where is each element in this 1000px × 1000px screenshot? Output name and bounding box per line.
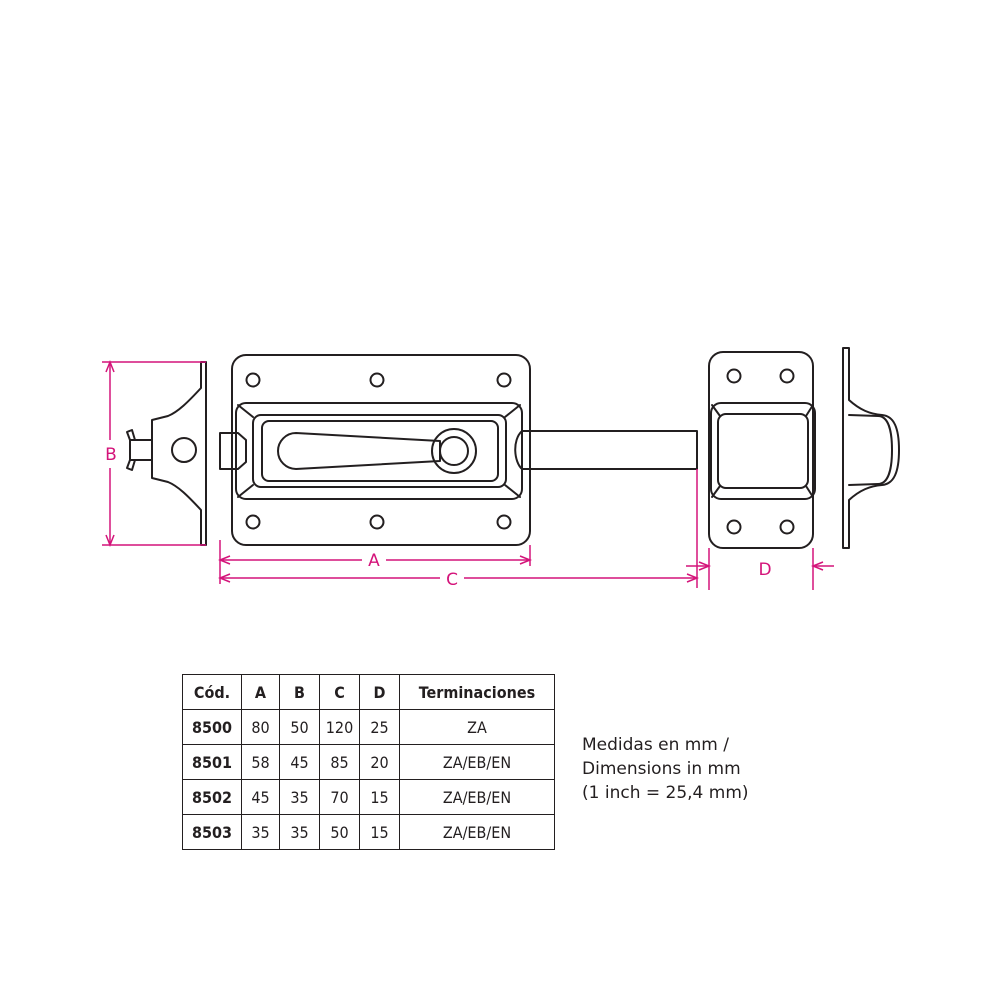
units-note-line-2: Dimensions in mm: [582, 759, 741, 779]
cell-finishes: ZA/EB/EN: [399, 744, 555, 780]
units-note-line-1: Medidas en mm /: [582, 735, 729, 755]
header-a: A: [241, 674, 280, 710]
cell-a: 45: [241, 779, 280, 815]
cell-a: 80: [241, 709, 280, 745]
cell-b: 50: [279, 709, 320, 745]
main-plate: [219, 354, 531, 546]
header-finishes: Terminaciones: [399, 674, 555, 710]
cell-b: 35: [279, 814, 320, 850]
cell-c: 120: [319, 709, 360, 745]
units-note: Medidas en mm / Dimensions in mm (1 inch…: [582, 733, 749, 805]
cell-d: 15: [359, 779, 400, 815]
cell-finishes: ZA/EB/EN: [399, 814, 555, 850]
cell-finishes: ZA: [399, 709, 555, 745]
cell-code: 8503: [182, 814, 242, 850]
side-view-left: [126, 361, 207, 546]
cell-a: 58: [241, 744, 280, 780]
bolt-rod: [514, 430, 698, 470]
table-header-row: Cód. A B C D Terminaciones: [182, 674, 555, 710]
dimension-a-label: A: [368, 551, 380, 571]
cell-d: 15: [359, 814, 400, 850]
dimension-b-label: B: [105, 445, 117, 465]
header-c: C: [319, 674, 360, 710]
specifications-table: Cód. A B C D Terminaciones 8500 80 50 12…: [182, 674, 555, 850]
cell-b: 45: [279, 744, 320, 780]
dimension-d-line: [686, 548, 834, 590]
table-row: 8501 58 45 85 20 ZA/EB/EN: [182, 744, 555, 780]
cell-c: 70: [319, 779, 360, 815]
dimension-c-label: C: [446, 570, 458, 590]
dimension-d-label: D: [758, 560, 771, 580]
header-b: B: [279, 674, 320, 710]
keeper-side-view: [842, 347, 900, 549]
dimension-a-line: [217, 540, 533, 584]
cell-code: 8502: [182, 779, 242, 815]
cell-code: 8500: [182, 709, 242, 745]
cell-c: 85: [319, 744, 360, 780]
header-d: D: [359, 674, 400, 710]
cell-d: 25: [359, 709, 400, 745]
units-note-line-3: (1 inch = 25,4 mm): [582, 783, 749, 803]
table-row: 8502 45 35 70 15 ZA/EB/EN: [182, 779, 555, 815]
dimension-c-line: [217, 469, 700, 588]
table-row: 8500 80 50 120 25 ZA: [182, 709, 555, 745]
header-code: Cód.: [182, 674, 242, 710]
cell-b: 35: [279, 779, 320, 815]
table-row: 8503 35 35 50 15 ZA/EB/EN: [182, 814, 555, 850]
dimension-b-line: [102, 359, 206, 548]
cell-a: 35: [241, 814, 280, 850]
cell-d: 20: [359, 744, 400, 780]
keeper-front: [708, 351, 816, 549]
cell-finishes: ZA/EB/EN: [399, 779, 555, 815]
cell-code: 8501: [182, 744, 242, 780]
cell-c: 50: [319, 814, 360, 850]
